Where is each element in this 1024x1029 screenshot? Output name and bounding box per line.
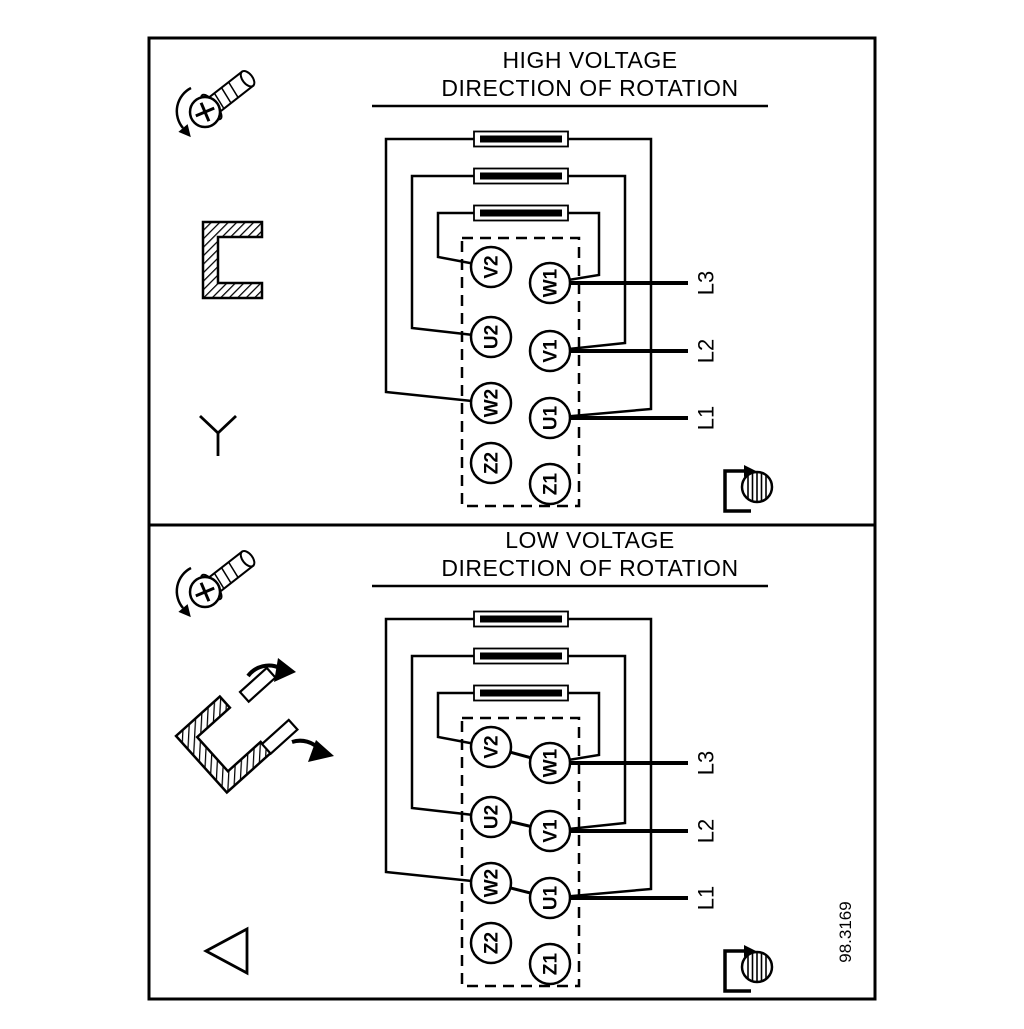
terminal-u1 <box>528 396 572 440</box>
rotation-arrow-head <box>178 604 191 618</box>
terminal-v1 <box>528 329 572 373</box>
terminal-label-u2: U2 <box>482 805 503 829</box>
terminal-w1 <box>528 261 572 305</box>
terminal-label-z1: Z1 <box>541 952 562 975</box>
terminal-z1 <box>528 942 572 986</box>
terminal-u2 <box>469 315 513 359</box>
terminal-z2 <box>469 921 513 965</box>
rotation-direction-icon <box>723 465 774 513</box>
supply-label-l1: L1 <box>694 886 719 910</box>
terminal-w1 <box>528 741 572 785</box>
rotation-direction-icon <box>723 945 774 993</box>
terminal-z2 <box>469 441 513 485</box>
terminal-label-v1: V1 <box>541 339 562 363</box>
terminal-v2 <box>469 725 513 769</box>
panel-title-low-line1: LOW VOLTAGE <box>505 527 675 553</box>
terminal-label-u2: U2 <box>482 325 503 349</box>
winding-bars <box>473 610 569 702</box>
supply-label-l3: L3 <box>694 751 719 775</box>
screw-icon <box>175 70 256 138</box>
terminal-label-w2: W2 <box>482 389 503 418</box>
terminal-v1 <box>528 809 572 853</box>
panel-title-high-line2: DIRECTION OF ROTATION <box>441 75 738 101</box>
star-symbol <box>199 414 237 456</box>
terminal-label-w1: W1 <box>541 268 562 297</box>
move-arrow-1-head <box>274 658 296 682</box>
terminal-label-v1: V1 <box>541 819 562 843</box>
panel-border-low <box>147 523 877 1001</box>
supply-label-l2: L2 <box>694 339 719 363</box>
terminal-label-v2: V2 <box>482 735 503 758</box>
terminal-w2 <box>469 381 513 425</box>
panel-low-voltage: LOW VOLTAGE DIRECTION OF ROTATION <box>147 523 877 1001</box>
jumper-link-icon <box>201 220 264 300</box>
winding-wires <box>384 137 653 420</box>
delta-symbol <box>203 926 249 976</box>
panel-title-high-line1: HIGH VOLTAGE <box>502 47 677 73</box>
rotation-arrow-arc <box>175 566 192 609</box>
panel-high-voltage: HIGH VOLTAGE DIRECTION OF ROTATION <box>147 36 877 527</box>
terminal-u2 <box>469 795 513 839</box>
terminal-box <box>460 236 581 508</box>
terminal-label-z2: Z2 <box>482 932 503 954</box>
supply-lines <box>550 281 688 420</box>
terminal-label-u1: U1 <box>541 885 562 910</box>
supply-lines <box>550 761 688 900</box>
figure-number: 98.3169 <box>836 901 855 962</box>
screw-icon <box>175 550 256 618</box>
supply-label-l2: L2 <box>694 819 719 843</box>
jumper-reposition-icon <box>174 658 334 795</box>
winding-bars <box>473 130 569 222</box>
move-arrow-2-head <box>308 740 334 762</box>
terminal-label-w1: W1 <box>541 748 562 777</box>
terminal-label-z2: Z2 <box>482 452 503 474</box>
supply-label-l3: L3 <box>694 271 719 295</box>
terminal-v2 <box>469 245 513 289</box>
rotation-arrow-arc <box>175 86 192 129</box>
terminal-box <box>460 716 581 988</box>
terminal-u1 <box>528 876 572 920</box>
supply-label-l1: L1 <box>694 406 719 430</box>
terminal-z1 <box>528 462 572 506</box>
rotation-arrow-head <box>178 124 191 138</box>
terminals: V2 U2 W2 Z2 W1 V1 U1 Z1 <box>469 245 572 506</box>
terminal-label-z1: Z1 <box>541 472 562 495</box>
terminal-label-u1: U1 <box>541 405 562 430</box>
terminal-w2 <box>469 861 513 905</box>
winding-wires <box>384 617 653 900</box>
terminal-label-w2: W2 <box>482 869 503 898</box>
panel-border-high <box>147 36 877 527</box>
terminal-label-v2: V2 <box>482 255 503 278</box>
terminals: V2 U2 W2 Z2 W1 V1 U1 Z1 <box>469 725 572 986</box>
panel-title-low-line2: DIRECTION OF ROTATION <box>441 555 738 581</box>
